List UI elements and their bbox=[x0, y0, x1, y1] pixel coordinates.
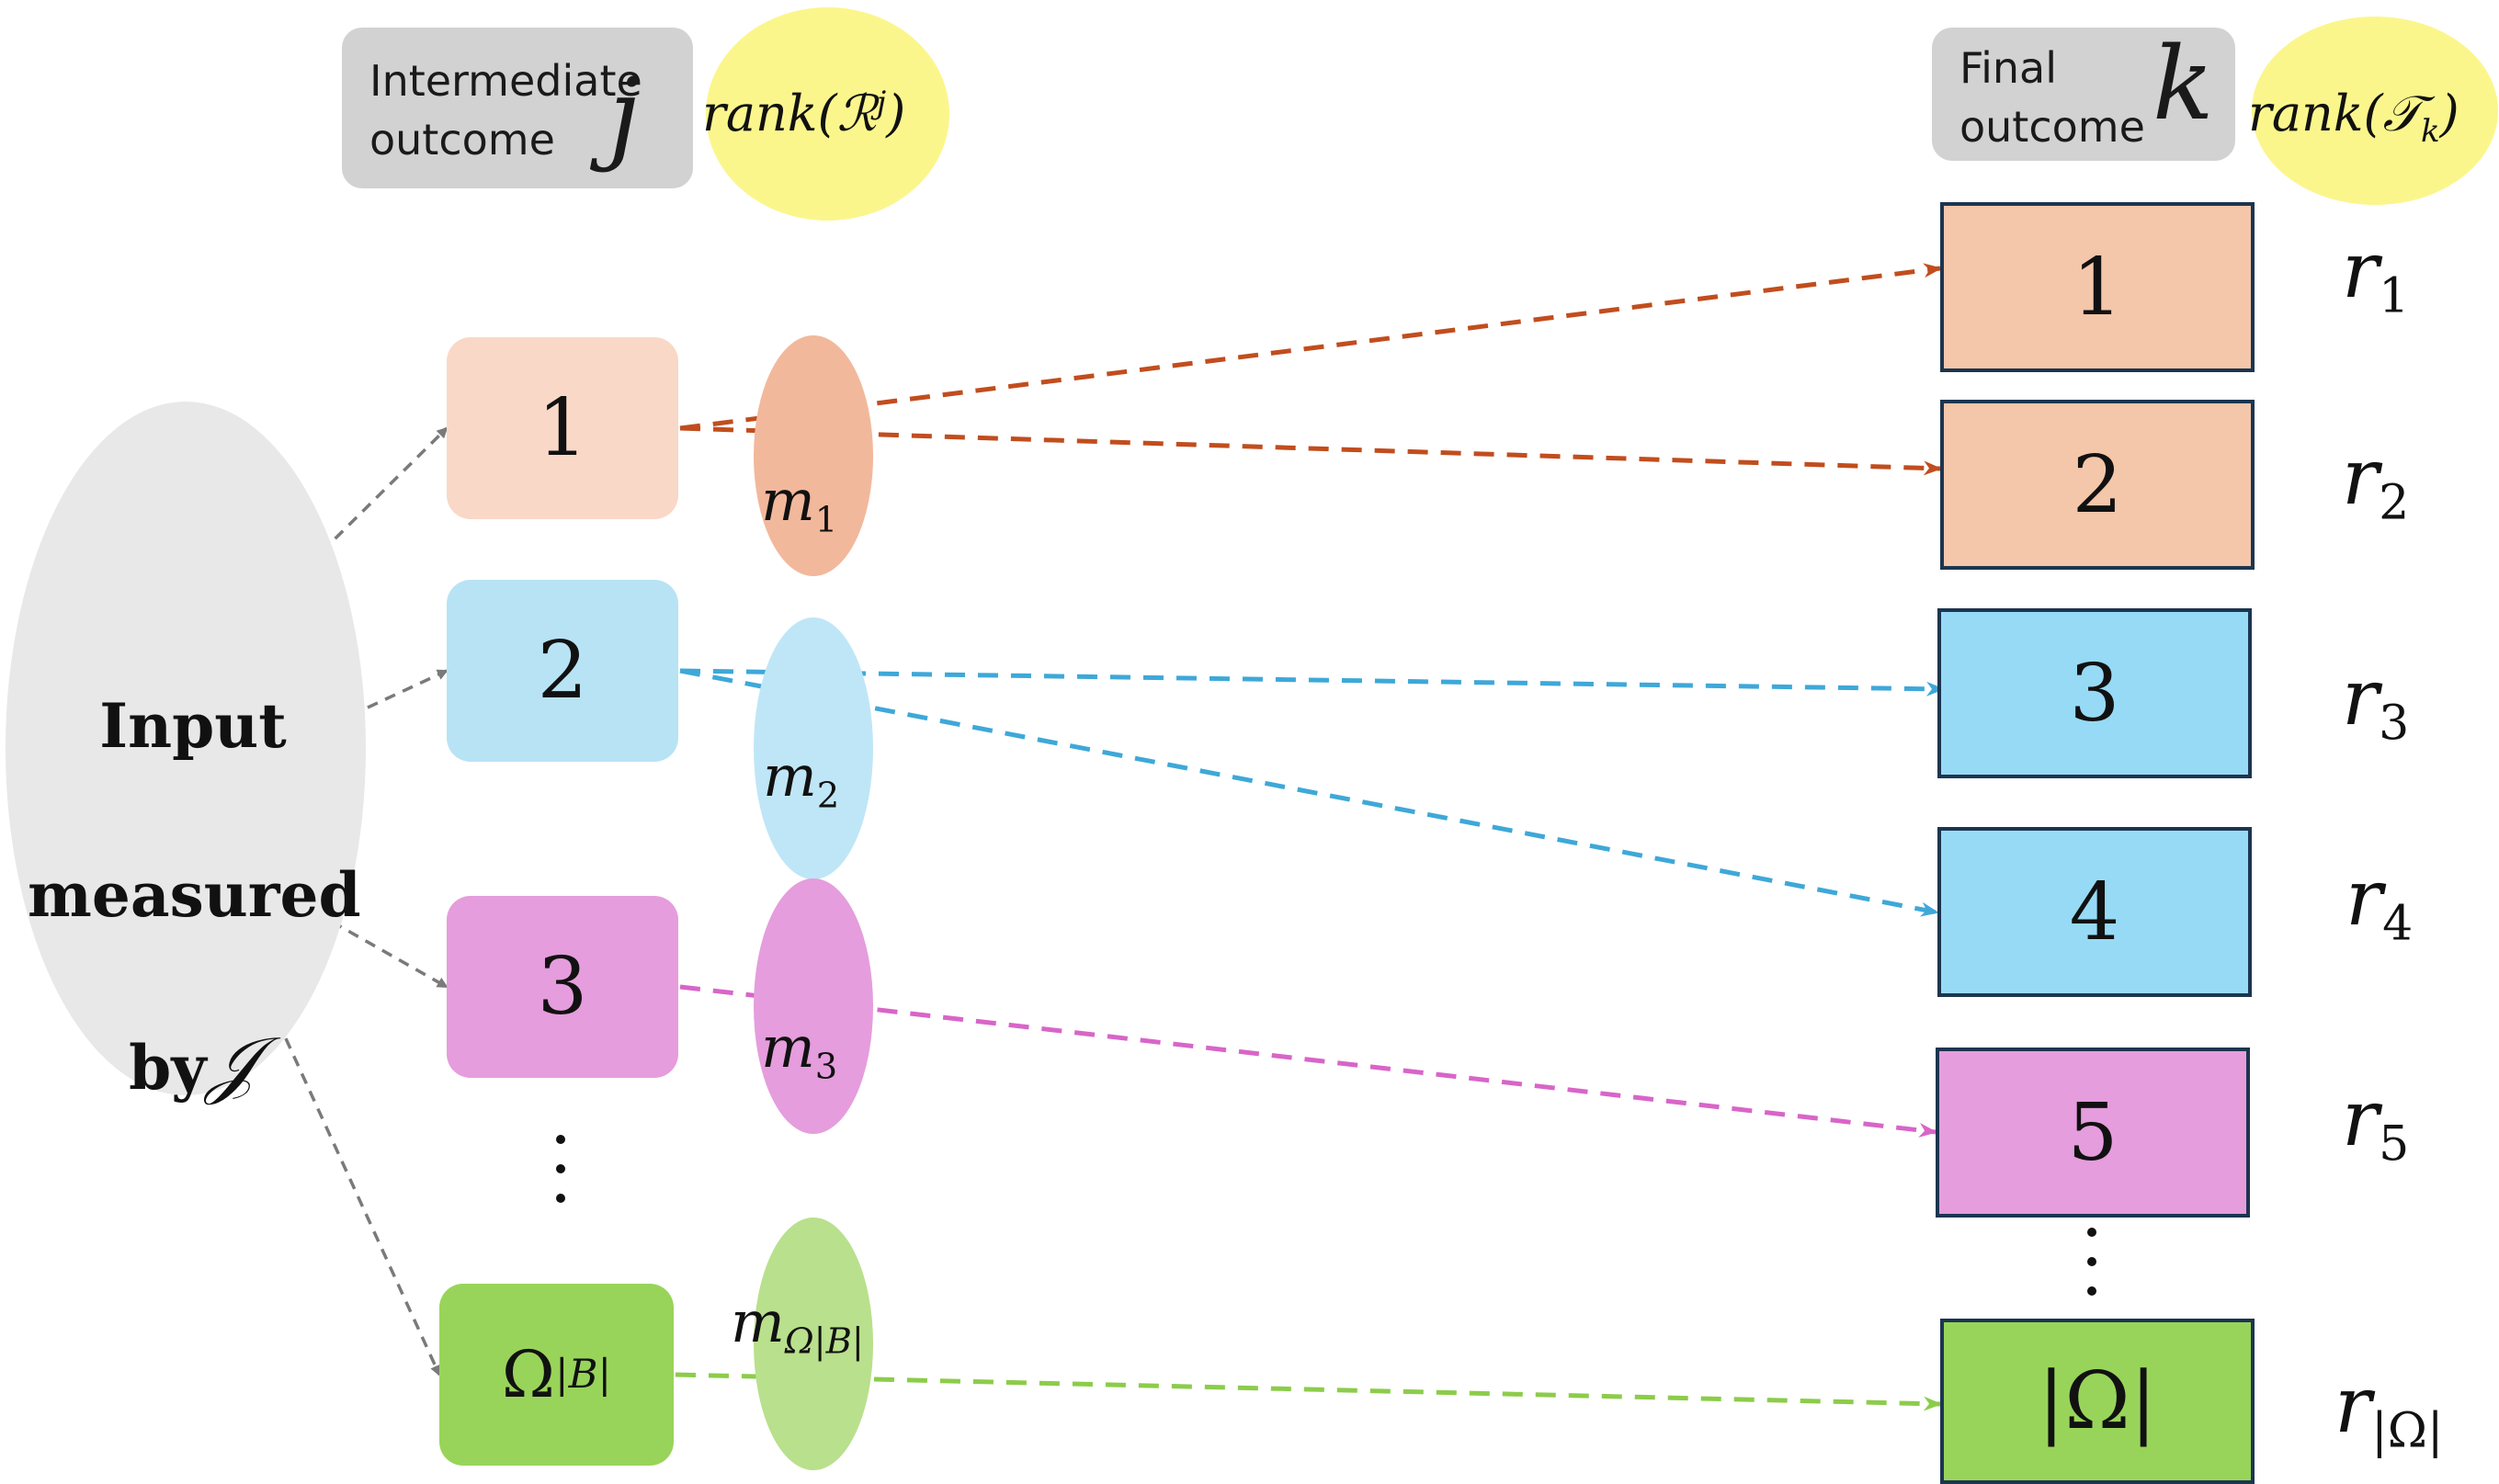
final-outcome-text: Final outcome bbox=[1959, 43, 2145, 152]
final-vdots bbox=[2087, 1228, 2096, 1316]
final-node-label: 4 bbox=[2069, 866, 2120, 958]
r-label-6: r|Ω| bbox=[2334, 1360, 2444, 1459]
input-label: Input measured by𝒥 bbox=[28, 599, 361, 1110]
r-label-1: r1 bbox=[2342, 225, 2410, 324]
intermediate-rank-label: rank(ℛj) bbox=[702, 85, 906, 142]
edge-2-to-final-3 bbox=[679, 668, 1945, 697]
final-node-label: 5 bbox=[2067, 1086, 2118, 1179]
intermediate-outcome-var: j bbox=[608, 56, 641, 174]
edge-4-to-final-6 bbox=[675, 1372, 1942, 1411]
intermediate-node-4: Ω|B| bbox=[439, 1284, 674, 1466]
r-label-5: r5 bbox=[2342, 1073, 2410, 1172]
intermediate-node-label: 2 bbox=[537, 625, 588, 717]
r-label-4: r4 bbox=[2346, 853, 2414, 952]
input-line3: by bbox=[129, 1032, 207, 1104]
final-node-label: 1 bbox=[2072, 241, 2123, 334]
final-node-label: 3 bbox=[2069, 647, 2120, 740]
edge-1-to-final-2 bbox=[679, 425, 1942, 476]
m-ellipse-1 bbox=[754, 335, 873, 576]
intermediate-outcome-header: Intermediate outcome j bbox=[342, 28, 693, 188]
edge-1-to-final-1 bbox=[679, 263, 1942, 431]
intermediate-node-label: 3 bbox=[537, 941, 588, 1033]
m-ellipse-4 bbox=[754, 1218, 873, 1470]
r-label-2: r2 bbox=[2342, 432, 2410, 531]
intermediate-node-2: 2 bbox=[447, 580, 678, 762]
final-node-label: |Ω| bbox=[2038, 1355, 2157, 1447]
final-node-1: 1 bbox=[1940, 202, 2255, 372]
input-line2: measured bbox=[28, 859, 361, 931]
intermediate-node-label: Ω bbox=[501, 1337, 555, 1412]
intermediate-node-1: 1 bbox=[447, 337, 678, 519]
final-node-label: 2 bbox=[2072, 438, 2123, 531]
edge-3-to-final-5 bbox=[679, 984, 1937, 1138]
final-node-6: |Ω| bbox=[1940, 1319, 2255, 1484]
intermediate-vdots bbox=[556, 1135, 565, 1223]
m-label-4: mΩ|B| bbox=[731, 1288, 864, 1363]
final-rank-ellipse bbox=[2252, 17, 2498, 205]
intermediate-node-3: 3 bbox=[447, 896, 678, 1078]
final-node-2: 2 bbox=[1940, 400, 2255, 570]
final-node-3: 3 bbox=[1937, 608, 2252, 778]
edge-2-to-final-4 bbox=[679, 668, 1939, 917]
m-label-2: m2 bbox=[763, 742, 840, 817]
intermediate-outcome-text: Intermediate outcome bbox=[369, 56, 642, 164]
m-ellipse-3 bbox=[754, 878, 873, 1134]
input-symbol: 𝒥 bbox=[206, 1021, 257, 1106]
final-outcome-var: k bbox=[2153, 25, 2214, 142]
intermediate-node-label: 1 bbox=[537, 382, 588, 474]
r-label-3: r3 bbox=[2342, 652, 2410, 752]
final-node-4: 4 bbox=[1937, 827, 2252, 997]
final-node-5: 5 bbox=[1936, 1048, 2250, 1218]
intermediate-node-label-sub: |B| bbox=[554, 1352, 612, 1398]
input-arrow-2 bbox=[367, 669, 449, 709]
m-ellipse-2 bbox=[754, 617, 873, 879]
m-label-1: m1 bbox=[761, 467, 838, 541]
intermediate-rank-ellipse bbox=[706, 7, 949, 221]
m-label-3: m3 bbox=[761, 1014, 838, 1088]
input-ellipse bbox=[6, 402, 366, 1095]
final-rank-label: rank(𝒯k) bbox=[2248, 85, 2459, 150]
final-outcome-header: Final outcome k bbox=[1932, 28, 2235, 161]
input-line1: Input bbox=[99, 690, 287, 762]
